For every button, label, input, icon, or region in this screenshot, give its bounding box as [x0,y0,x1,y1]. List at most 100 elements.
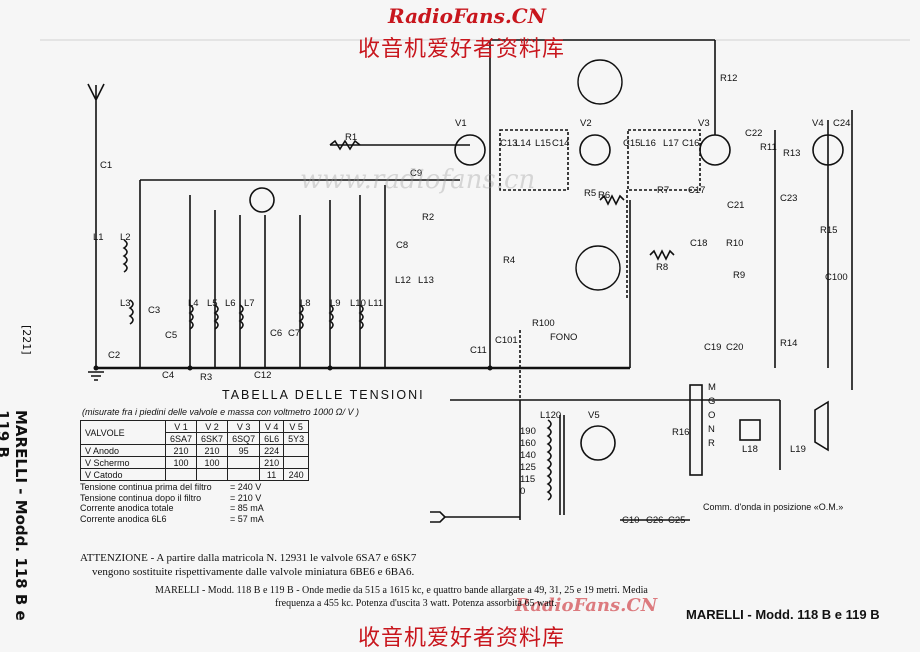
table-header-cell: V 4 [259,420,285,433]
switch-o: O [708,410,716,421]
table-cell: 6SA7 [164,432,198,445]
label-c25: C25 [668,515,686,526]
watermark-cn-top: 收音机爱好者资料库 [358,37,566,62]
note-value: = 240 V [230,482,262,492]
label-l11: L11 [368,298,384,309]
table-cell: 224 [259,444,285,457]
label-l2: L2 [120,232,131,243]
label-r2: R2 [422,212,435,223]
note-key: Corrente anodica totale [80,503,174,513]
label-c1: C1 [100,160,113,171]
label-r12: R12 [720,73,738,84]
table-cell: 100 [196,456,229,469]
table-cell: V Schermo [80,456,166,469]
label-c6: C6 [270,328,283,339]
label-c9: C9 [410,168,423,179]
label-c8: C8 [396,240,409,251]
table-cell: 240 [283,468,310,481]
note-value: = 57 mA [230,513,264,524]
label-c3: C3 [148,305,161,316]
table-header-row: VALVOLE V 1 V 2 V 3 V 4 V 5 [80,420,310,445]
table-header-cell: V 3 [227,420,261,433]
label-c21: C21 [727,200,745,211]
label-l1: L1 [93,232,104,243]
table-cell: V Catodo [80,468,166,481]
page-number: [221] [20,325,33,355]
label-l17: L17 [663,138,679,149]
table-cell [164,468,198,481]
label-r10: R10 [726,238,744,249]
label-c16: C16 [682,138,700,149]
table-cell [283,456,310,469]
table-subtitle: (misurate fra i piedini delle valvole e … [82,407,359,417]
table-cell: 5Y3 [283,432,310,445]
note-line: Corrente anodica 6L6= 57 mA [80,514,264,525]
label-c11: C11 [470,345,487,356]
watermark-site: RadioFans.CN [388,4,546,28]
label-c2: C2 [108,350,121,361]
tap-160: 160 [520,438,536,449]
label-r16: R16 [672,427,690,438]
label-r6: R6 [598,190,611,201]
label-r9: R9 [733,270,746,281]
label-r5: R5 [584,188,597,199]
label-c22: C22 [745,128,763,139]
table-header-cell: V 1 [164,420,198,433]
label-v3: V3 [698,118,710,129]
table-header-cell: VALVOLE [80,420,166,445]
label-c23: C23 [780,193,798,204]
spec-line2: frequenza a 455 kc. Potenza d'uscita 3 w… [275,598,557,609]
label-c7: C7 [288,328,301,339]
label-c100: C100 [825,272,848,283]
label-l18: L18 [742,444,758,455]
label-c24: C24 [833,118,851,129]
switch-n: N [708,424,715,435]
switch-g: G [708,396,716,407]
note-key: Tensione continua dopo il filtro [80,492,202,503]
label-l5: L5 [207,298,218,309]
label-r11: R11 [760,142,777,153]
voltage-table: VALVOLE V 1 V 2 V 3 V 4 V 5 6SA7 6SK7 6S… [80,420,310,481]
table-cell: 11 [259,468,285,481]
watermark-site-mid: RadioFans.CN [515,595,658,616]
note-line: Corrente anodica totale= 85 mA [80,503,264,514]
table-row: V Catodo 11 240 [80,468,310,481]
label-c12: C12 [254,370,272,381]
table-cell: 210 [259,456,285,469]
label-l14: L14 [515,138,531,149]
tap-0: 0 [520,486,526,497]
switch-position-note: Comm. d'onda in posizione «O.M.» [703,502,844,512]
tap-115: 115 [520,474,536,485]
label-c15: C15 [623,138,641,149]
label-r4: R4 [503,255,516,266]
label-l16: L16 [640,138,656,149]
table-row: V Anodo 210 210 95 224 [80,444,310,457]
label-c19: C19 [704,342,722,353]
table-cell: 6SQ7 [227,432,261,445]
table-cell: V Anodo [80,444,166,457]
label-r13: R13 [783,148,801,159]
tap-190: 190 [520,426,536,437]
label-v2: V2 [580,118,592,129]
table-header-cell: V 5 [283,420,310,433]
label-r3: R3 [200,372,213,383]
label-l10: L10 [350,298,366,309]
label-l6: L6 [225,298,236,309]
note-value: = 210 V [230,492,262,503]
label-l3: L3 [120,298,131,309]
table-cell [196,468,229,481]
voltage-notes: Tensione continua prima del filtro= 240 … [80,482,264,524]
label-c14: C14 [552,138,570,149]
table-header-cell: V 2 [196,420,229,433]
table-cell: 6SK7 [196,432,229,445]
label-l12: L12 [395,275,411,286]
label-fono: FONO [550,332,578,343]
label-c26: C26 [646,515,664,526]
watermark-cn-bottom: 收音机爱好者资料库 [358,626,566,651]
side-brand-title: MARELLI - Modd. 118 B e 119 B [0,410,30,621]
label-r14: R14 [780,338,798,349]
label-r15: R15 [820,225,838,236]
label-l15: L15 [535,138,551,149]
table-cell: 210 [196,444,229,457]
table-title: TABELLA DELLE TENSIONI [222,388,425,402]
